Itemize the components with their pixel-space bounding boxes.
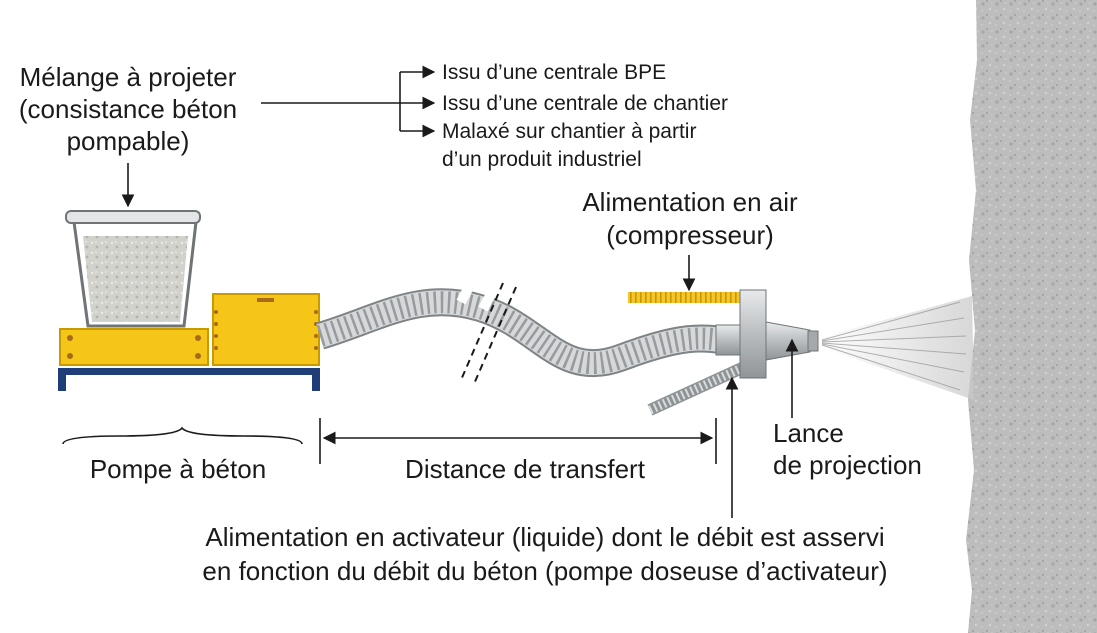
spray-cone bbox=[818, 296, 974, 400]
source-mixed-label-line1: Malaxé sur chantier à partir bbox=[442, 120, 696, 143]
hopper bbox=[65, 210, 201, 328]
activator-hose bbox=[647, 362, 745, 416]
lance-label-line2: de projection bbox=[773, 450, 922, 480]
hopper-content bbox=[83, 236, 188, 322]
source-site-label: Issu d’une centrale de chantier bbox=[442, 92, 728, 115]
mix-label-line1: Mélange à projeter bbox=[20, 62, 237, 92]
transfer-hose bbox=[315, 288, 723, 378]
transfer-label: Distance de transfert bbox=[405, 454, 646, 484]
lance-label-line1: Lance bbox=[773, 418, 844, 448]
spray-lance bbox=[715, 289, 819, 379]
air-label-line1: Alimentation en air bbox=[582, 187, 798, 217]
concrete-pump bbox=[58, 293, 320, 391]
mix-label-line2: (consistance béton bbox=[19, 94, 237, 124]
source-bpe-label: Issu d’une centrale BPE bbox=[442, 61, 666, 84]
concrete-wall bbox=[966, 0, 1097, 633]
pump-brace bbox=[62, 426, 303, 445]
hose-break-mark bbox=[456, 282, 517, 385]
pump-frame bbox=[58, 368, 320, 375]
mix-label-line3: pompable) bbox=[67, 126, 190, 156]
air-hose bbox=[628, 292, 744, 303]
activator-label-line2: en fonction du débit du béton (pompe dos… bbox=[202, 556, 887, 586]
air-label-line2: (compresseur) bbox=[606, 220, 774, 250]
activator-label-line1: Alimentation en activateur (liquide) don… bbox=[205, 522, 884, 552]
source-mixed-label-line2: d’un produit industriel bbox=[442, 148, 642, 171]
pump-label: Pompe à béton bbox=[90, 454, 266, 484]
